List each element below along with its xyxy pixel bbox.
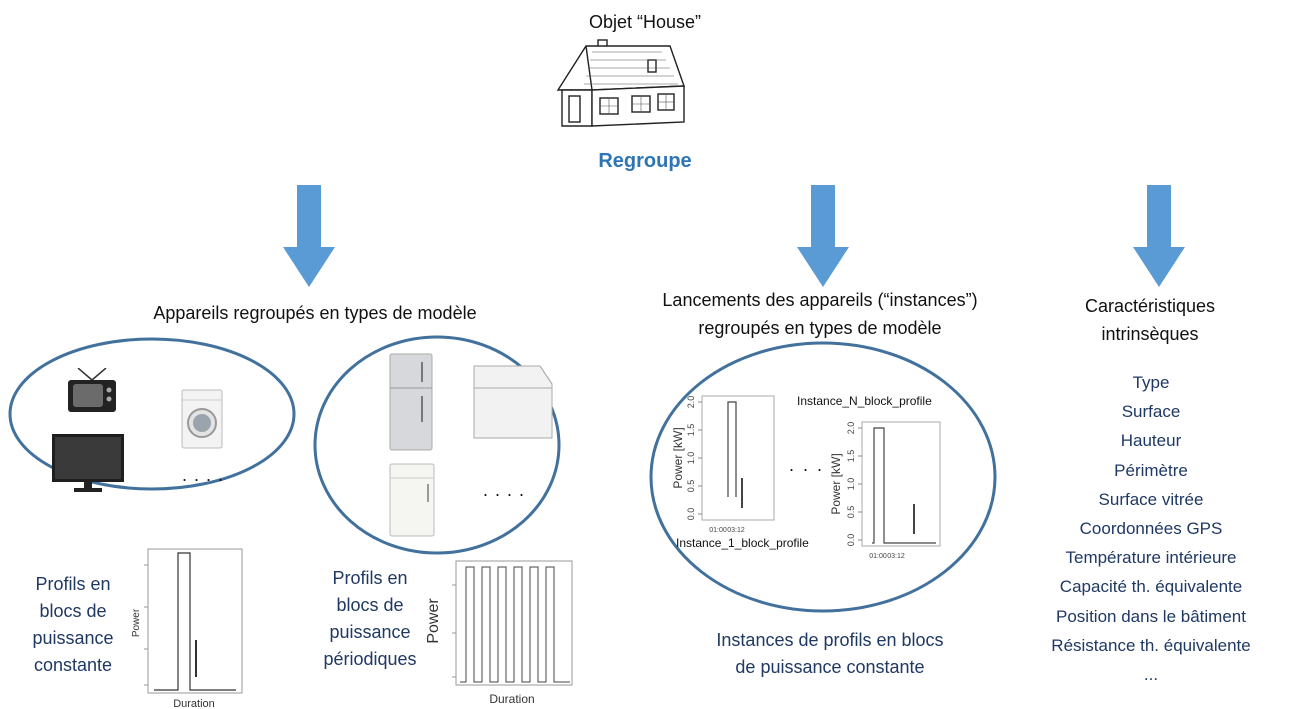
caption-constant-profiles: Profils en blocs de puissance constante — [18, 571, 128, 679]
plot-ytick: 1.0 — [846, 478, 856, 491]
plot-ytick: 0.5 — [846, 506, 856, 519]
appliance-ellipsis: . . . . — [182, 465, 225, 485]
arrow-down-icon — [283, 185, 335, 287]
plot-xlabel: Duration — [489, 692, 534, 706]
flat-tv-icon — [52, 434, 124, 492]
heading-line: regroupés en types de modèle — [698, 318, 942, 338]
instance-n-plot: 0.0 0.5 1.0 1.5 2.0 Power [kW] 01:00 03:… — [829, 421, 941, 560]
characteristic-item: ... — [1143, 665, 1159, 685]
characteristic-item: Résistance th. équivalente — [1051, 635, 1251, 655]
plot-xtick: 03:12 — [727, 527, 745, 534]
plot-ylabel: Power — [131, 608, 142, 637]
crt-tv-icon — [68, 368, 116, 412]
plot-ytick: 0.0 — [686, 508, 696, 521]
caption-periodic-profiles: Profils en blocs de puissance périodique… — [300, 565, 440, 673]
plot-ytick: 1.0 — [686, 452, 696, 465]
appliance-group-ellipse — [313, 335, 561, 555]
characteristic-item: Température intérieure — [1065, 548, 1237, 568]
instance-1-label: Instance_1_block_profile — [676, 536, 809, 550]
small-fridge-icon — [389, 463, 435, 537]
chest-freezer-icon — [473, 365, 553, 439]
characteristic-item: Périmètre — [1114, 460, 1188, 480]
caption-line: Instances de profils en blocs — [716, 630, 944, 650]
instance-n-label: Instance_N_block_profile — [797, 394, 932, 408]
characteristic-item: Hauteur — [1120, 431, 1182, 451]
plot-ytick: 2.0 — [686, 396, 696, 409]
caption-line: périodiques — [323, 649, 417, 669]
characteristic-item: Position dans le bâtiment — [1056, 606, 1246, 626]
plot-xtick: 01:00 — [869, 553, 887, 560]
appliances-heading: Appareils regroupés en types de modèle — [153, 303, 477, 323]
characteristic-item: Surface vitrée — [1098, 489, 1204, 509]
caption-line: Profils en — [35, 574, 111, 594]
house-title: Objet “House” — [588, 12, 702, 32]
appliance-group-ellipse — [8, 337, 296, 491]
heading-line: Lancements des appareils (“instances”) — [662, 290, 978, 310]
characteristic-item: Coordonnées GPS — [1079, 519, 1223, 539]
plot-ylabel: Power — [425, 598, 442, 644]
arrow-down-icon — [1133, 185, 1185, 287]
arrow-down-icon — [797, 185, 849, 287]
caption-line: puissance — [32, 628, 114, 648]
characteristic-item: Type — [1132, 373, 1170, 392]
plot-xtick: 03:12 — [887, 553, 905, 560]
characteristic-item: Surface — [1121, 402, 1181, 422]
instances-heading: Lancements des appareils (“instances”) r… — [600, 286, 1040, 342]
plot-ylabel: Power [kW] — [829, 453, 843, 514]
constant-profile-plot: Power Duration — [131, 548, 243, 709]
instances-caption: Instances de profils en blocs de puissan… — [670, 627, 990, 681]
heading-line: Caractéristiques — [1084, 296, 1216, 316]
characteristics-list: Type Surface Hauteur Périmètre Surface v… — [1018, 368, 1284, 689]
plot-ytick: 0.5 — [686, 480, 696, 493]
house-icon — [556, 39, 685, 127]
instances-ellipsis: . . . — [789, 455, 825, 475]
characteristics-heading: Caractéristiques intrinsèques — [1040, 292, 1260, 348]
caption-line: blocs de — [336, 595, 404, 615]
plot-ytick: 2.0 — [846, 422, 856, 435]
heading-line: intrinsèques — [1101, 324, 1199, 344]
plot-ytick: 1.5 — [686, 424, 696, 437]
plot-xlabel: Duration — [173, 698, 215, 709]
characteristic-item: Capacité th. équivalente — [1059, 577, 1243, 597]
caption-line: de puissance constante — [735, 657, 925, 677]
caption-line: Profils en — [332, 568, 408, 588]
regroupe-label: Regroupe — [598, 150, 692, 172]
plot-xtick: 01:00 — [709, 527, 727, 534]
plot-ylabel: Power [kW] — [672, 427, 685, 488]
plot-ytick: 0.0 — [846, 534, 856, 547]
instances-ellipse — [649, 341, 997, 613]
caption-line: puissance — [329, 622, 411, 642]
periodic-profile-plot: Power Duration — [425, 560, 573, 706]
caption-line: blocs de — [39, 601, 107, 621]
washing-machine-icon — [181, 389, 223, 449]
plot-ytick: 1.5 — [846, 450, 856, 463]
instance-1-plot: 0.0 0.5 1.0 1.5 2.0 Power [kW] 01:00 03:… — [672, 395, 775, 534]
caption-line: constante — [33, 655, 113, 675]
appliance-ellipsis: . . . . — [483, 480, 526, 500]
fridge-icon — [389, 353, 433, 451]
